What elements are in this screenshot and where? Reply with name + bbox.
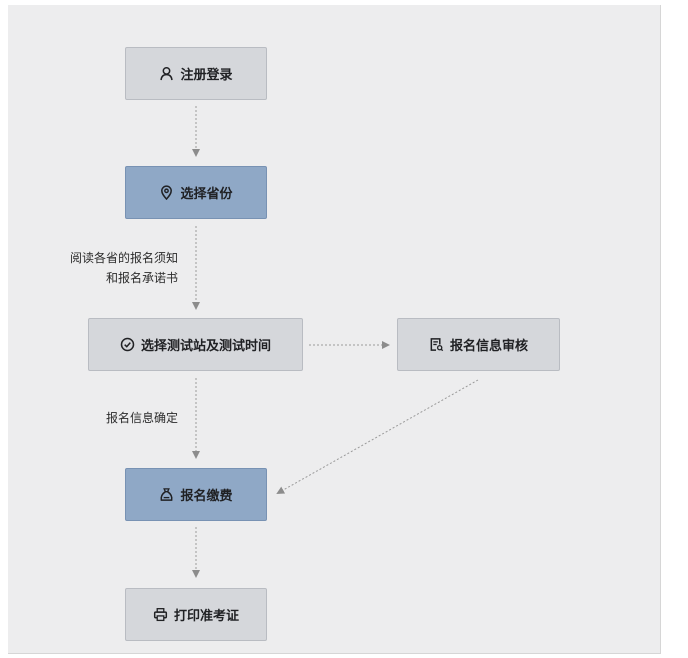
node-site-label: 选择测试站及测试时间: [140, 339, 271, 354]
check-circle-icon: [120, 337, 135, 352]
node-province-label: 选择省份: [180, 187, 233, 202]
location-pin-icon: [159, 185, 174, 200]
document-review-icon: [429, 337, 444, 352]
node-pay-label: 报名缴费: [180, 489, 233, 504]
edge-label-line-2: 和报名承诺书: [105, 271, 178, 285]
edge-label-line-1: 阅读各省的报名须知: [69, 251, 178, 265]
node-review[interactable]: 报名信息审核: [397, 318, 560, 371]
node-print[interactable]: 打印准考证: [125, 588, 267, 641]
money-bag-icon: [159, 487, 174, 502]
node-print-label: 打印准考证: [173, 609, 239, 624]
user-icon: [159, 66, 174, 81]
printer-icon: [153, 607, 168, 622]
edge-review-to-pay: [276, 379, 479, 494]
node-review-label: 报名信息审核: [449, 339, 528, 354]
edge-label-province-to-site: 阅读各省的报名须知 和报名承诺书: [70, 248, 178, 288]
node-register[interactable]: 注册登录: [125, 47, 267, 100]
edge-label-confirm: 报名信息确定: [105, 411, 178, 425]
flow-edges: [192, 106, 479, 578]
node-province[interactable]: 选择省份: [125, 166, 267, 219]
node-register-label: 注册登录: [180, 68, 233, 83]
diagram-canvas: 注册登录 选择省份 选择测试站及测试时间 报名信息审核 报名缴费 打印准考证 阅…: [8, 5, 661, 654]
node-site[interactable]: 选择测试站及测试时间: [88, 318, 303, 371]
node-pay[interactable]: 报名缴费: [125, 468, 267, 521]
edge-label-site-to-pay: 报名信息确定: [106, 408, 178, 428]
